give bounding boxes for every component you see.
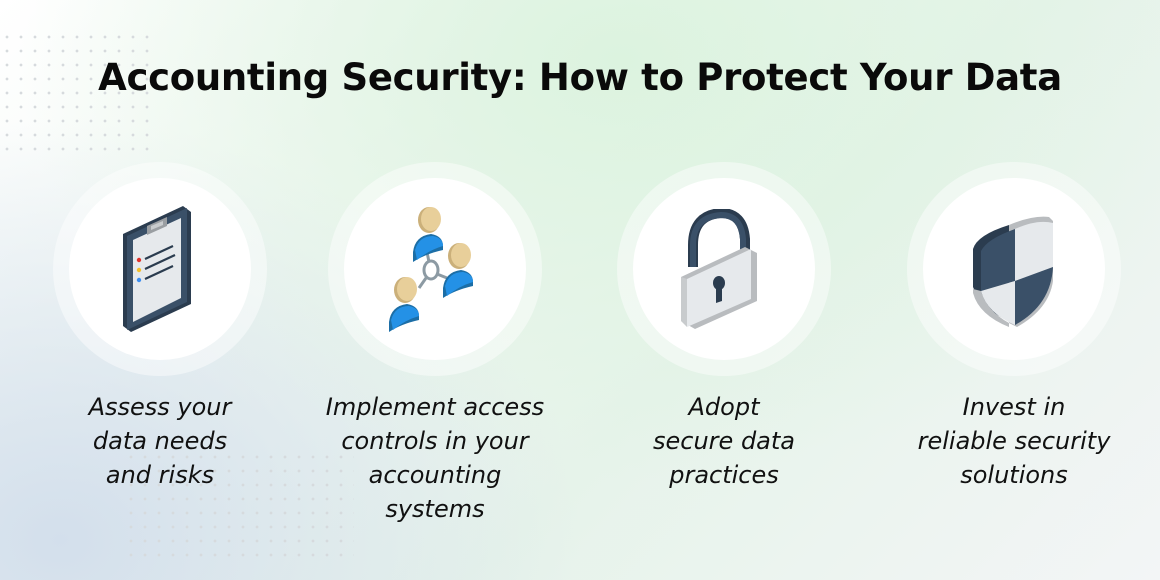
decorative-dot-grid xyxy=(0,30,150,160)
icon-halo xyxy=(617,162,831,376)
step-security-solutions: Invest in reliable security solutions xyxy=(884,162,1144,492)
step-label: Implement access controls in your accoun… xyxy=(325,393,545,523)
step-label: Adopt secure data practices xyxy=(653,393,795,489)
shield-icon xyxy=(973,216,1053,327)
icon-circle xyxy=(923,178,1105,360)
icon-halo xyxy=(907,162,1121,376)
padlock-icon xyxy=(681,209,757,329)
clipboard-icon xyxy=(123,206,191,332)
step-secure-practices: Adopt secure data practices xyxy=(594,162,854,492)
step-assess: Assess your data needs and risks xyxy=(30,162,290,492)
icon-circle xyxy=(344,178,526,360)
page-title: Accounting Security: How to Protect Your… xyxy=(98,56,1062,99)
icon-circle xyxy=(69,178,251,360)
icon-halo xyxy=(53,162,267,376)
users-network-icon xyxy=(389,207,473,332)
step-label: Assess your data needs and risks xyxy=(88,393,232,489)
step-label: Invest in reliable security solutions xyxy=(917,393,1111,489)
icon-halo xyxy=(328,162,542,376)
step-access-controls: Implement access controls in your accoun… xyxy=(305,162,565,526)
decorative-dot-grid xyxy=(124,450,354,560)
icon-circle xyxy=(633,178,815,360)
